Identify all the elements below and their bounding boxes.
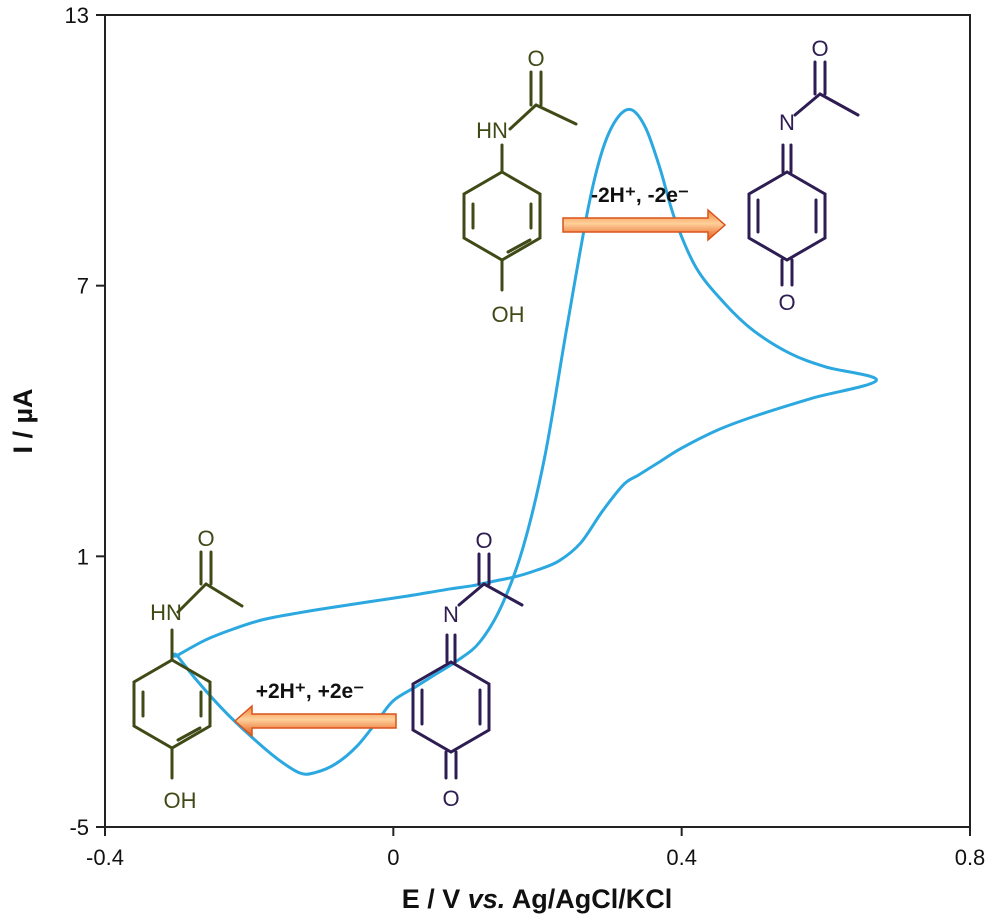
molecule-napqi-top: N O O <box>747 36 860 315</box>
x-tick-label: 0 <box>387 845 399 870</box>
oxidation-arrow: -2H⁺, -2e⁻ <box>562 184 727 242</box>
molecule-label: O <box>475 528 492 553</box>
axis-ticks <box>96 14 971 836</box>
molecule-label: HN <box>476 118 508 143</box>
y-tick-label: 7 <box>77 274 89 299</box>
molecule-label: O <box>811 36 828 61</box>
x-tick-label: -0.4 <box>86 845 124 870</box>
reduction-arrow: +2H⁺, +2e⁻ <box>233 680 397 738</box>
molecule-label: O <box>778 290 795 315</box>
molecule-label: O <box>442 786 459 811</box>
x-tick-label: 0.4 <box>666 845 697 870</box>
cv-curve <box>172 107 878 776</box>
molecule-paracetamol-bottom: HN O OH <box>132 526 244 813</box>
molecule-label: O <box>197 526 214 551</box>
molecule-paracetamol-top: HN O OH <box>462 46 578 327</box>
molecule-napqi-bottom: N O O <box>411 528 524 811</box>
y-tick-label: 1 <box>77 544 89 569</box>
x-tick-label: 0.8 <box>955 845 986 870</box>
y-tick-label: 13 <box>65 3 89 28</box>
plot-frame <box>104 14 971 828</box>
x-axis-title: E / V vs. Ag/AgCl/KCl <box>402 884 673 914</box>
molecule-label: OH <box>492 302 525 327</box>
y-axis-title: I / µA <box>8 388 38 453</box>
molecule-label: OH <box>164 788 197 813</box>
molecule-label: O <box>527 46 544 71</box>
oxidation-label: -2H⁺, -2e⁻ <box>591 184 689 207</box>
tick-labels: -0.4 0 0.4 0.8 -5 1 7 13 <box>65 3 986 870</box>
reduction-label: +2H⁺, +2e⁻ <box>256 680 365 703</box>
molecule-label: N <box>443 602 459 627</box>
molecule-label: N <box>779 110 795 135</box>
molecule-label: HN <box>150 600 182 625</box>
y-tick-label: -5 <box>69 815 89 840</box>
